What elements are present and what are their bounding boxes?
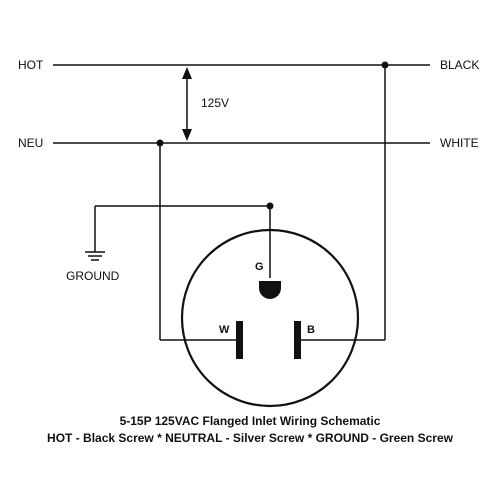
hot-junction-dot xyxy=(381,61,389,69)
voltage-label: 125V xyxy=(201,96,229,110)
ground-label: GROUND xyxy=(66,269,120,283)
white-label: WHITE xyxy=(440,136,479,150)
white-prong xyxy=(236,321,243,359)
earth-ground-icon xyxy=(85,251,105,261)
hot-label: HOT xyxy=(18,58,44,72)
ground-prong xyxy=(259,281,281,299)
white-pin-label: W xyxy=(219,324,230,336)
neutral-label: NEU xyxy=(18,136,43,150)
caption-legend: HOT - Black Screw * NEUTRAL - Silver Scr… xyxy=(47,431,453,445)
neutral-junction-dot xyxy=(156,139,164,147)
black-label: BLACK xyxy=(440,58,479,72)
receptacle-face xyxy=(180,228,360,408)
voltage-arrow-up-head xyxy=(182,67,192,79)
black-pin-label: B xyxy=(307,324,315,336)
caption-title: 5-15P 125VAC Flanged Inlet Wiring Schema… xyxy=(119,414,381,428)
ground-pin-label: G xyxy=(255,261,264,273)
voltage-arrow-down-head xyxy=(182,129,192,141)
black-prong xyxy=(294,321,301,359)
ground-junction-dot xyxy=(266,202,274,210)
